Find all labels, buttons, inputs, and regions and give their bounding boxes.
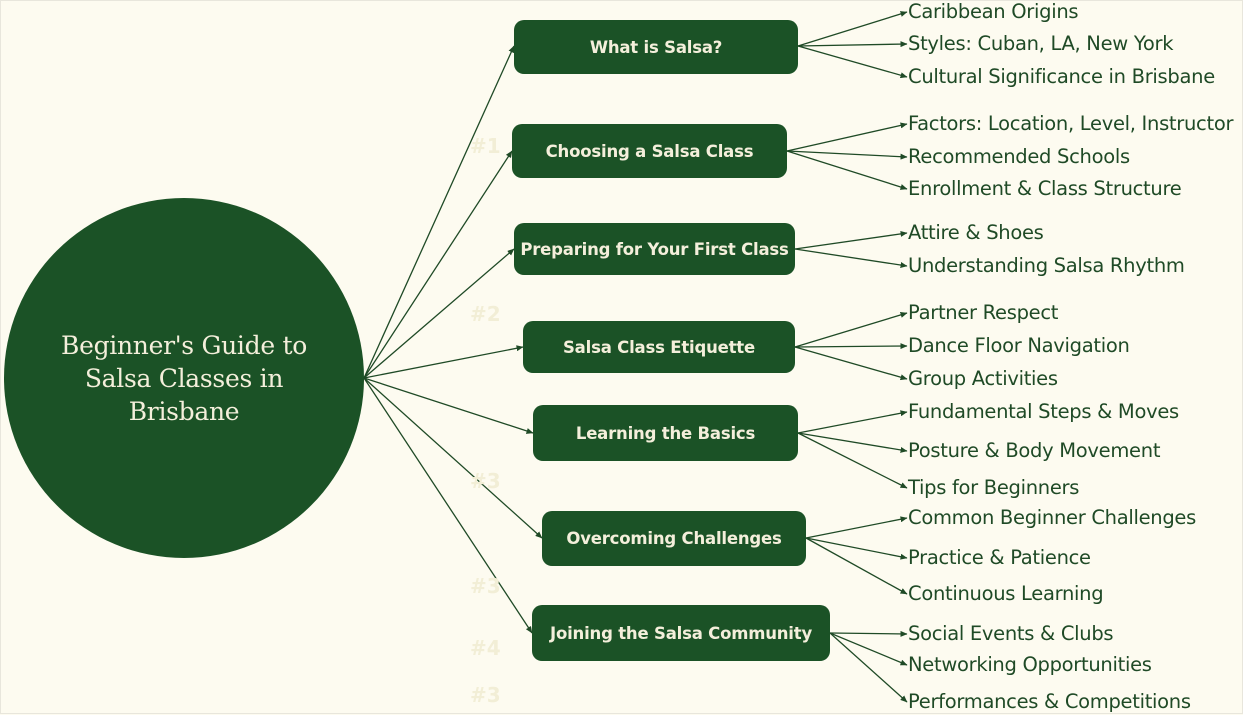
branch-to-leaf-connector: [786, 150, 908, 190]
branch-to-leaf-connector: [829, 632, 908, 703]
root-to-branch-connector: [363, 45, 515, 379]
leaf-node: Enrollment & Class Structure: [908, 177, 1182, 200]
root-to-branch-connector: [363, 248, 515, 379]
root-to-branch-connector: [363, 150, 513, 379]
leaf-node: Networking Opportunities: [908, 653, 1152, 676]
leaf-node: Recommended Schools: [908, 145, 1130, 168]
leaf-node: Posture & Body Movement: [908, 439, 1161, 462]
branch-node-preparing: Preparing for Your First Class: [514, 223, 795, 275]
branch-to-leaf-connector: [794, 343, 908, 350]
leaf-node: Understanding Salsa Rhythm: [908, 254, 1185, 277]
branch-to-leaf-connector: [805, 537, 908, 595]
watermark-label: #2: [470, 302, 501, 326]
leaf-node: Styles: Cuban, LA, New York: [908, 32, 1174, 55]
branch-to-leaf-connector: [794, 248, 908, 268]
branch-to-leaf-connector: [829, 632, 908, 666]
leaf-node: Group Activities: [908, 367, 1058, 390]
leaf-node: Performances & Competitions: [908, 690, 1191, 713]
watermark-label: #4: [470, 636, 501, 660]
branch-to-leaf-connector: [797, 432, 908, 489]
branch-node-community: Joining the Salsa Community: [532, 605, 830, 661]
leaf-node: Factors: Location, Level, Instructor: [908, 112, 1234, 135]
watermark-label: #3: [470, 574, 501, 598]
branch-to-leaf-connector: [797, 45, 908, 79]
watermark-label: #3: [470, 469, 501, 493]
root-to-branch-connector: [363, 377, 543, 539]
leaf-node: Fundamental Steps & Moves: [908, 400, 1179, 423]
branch-node-choosing-class: Choosing a Salsa Class: [512, 124, 787, 178]
root-to-branch-connector: [363, 377, 533, 634]
branch-to-leaf-connector: [794, 346, 908, 381]
root-to-branch-connector: [363, 345, 524, 379]
branch-to-leaf-connector: [797, 41, 908, 48]
branch-node-what-is-salsa: What is Salsa?: [514, 20, 798, 74]
branch-to-leaf-connector: [829, 630, 908, 637]
branch-node-basics: Learning the Basics: [533, 405, 798, 461]
leaf-node: Continuous Learning: [908, 582, 1104, 605]
branch-to-leaf-connector: [797, 432, 908, 453]
branch-to-leaf-connector: [786, 122, 908, 152]
leaf-node: Social Events & Clubs: [908, 622, 1114, 645]
branch-node-challenges: Overcoming Challenges: [542, 511, 806, 566]
leaf-node: Caribbean Origins: [908, 0, 1079, 23]
branch-to-leaf-connector: [794, 312, 908, 348]
branch-to-leaf-connector: [797, 410, 908, 434]
leaf-node: Attire & Shoes: [908, 221, 1044, 244]
branch-to-leaf-connector: [805, 516, 908, 539]
leaf-node: Partner Respect: [908, 301, 1059, 324]
watermark-label: #1: [470, 134, 501, 158]
watermark-label: #3: [470, 683, 501, 707]
leaf-node: Tips for Beginners: [908, 476, 1080, 499]
leaf-node: Dance Floor Navigation: [908, 334, 1130, 357]
root-to-branch-connector: [363, 377, 534, 434]
branch-to-leaf-connector: [805, 537, 908, 560]
leaf-node: Common Beginner Challenges: [908, 506, 1196, 529]
branch-to-leaf-connector: [786, 150, 908, 160]
branch-node-etiquette: Salsa Class Etiquette: [523, 321, 795, 373]
root-title: Beginner's Guide to Salsa Classes in Bri…: [61, 330, 307, 426]
root-node: Beginner's Guide to Salsa Classes in Bri…: [4, 198, 364, 558]
leaf-node: Cultural Significance in Brisbane: [908, 65, 1215, 88]
branch-to-leaf-connector: [797, 11, 908, 47]
leaf-node: Practice & Patience: [908, 546, 1091, 569]
branch-to-leaf-connector: [794, 230, 908, 250]
